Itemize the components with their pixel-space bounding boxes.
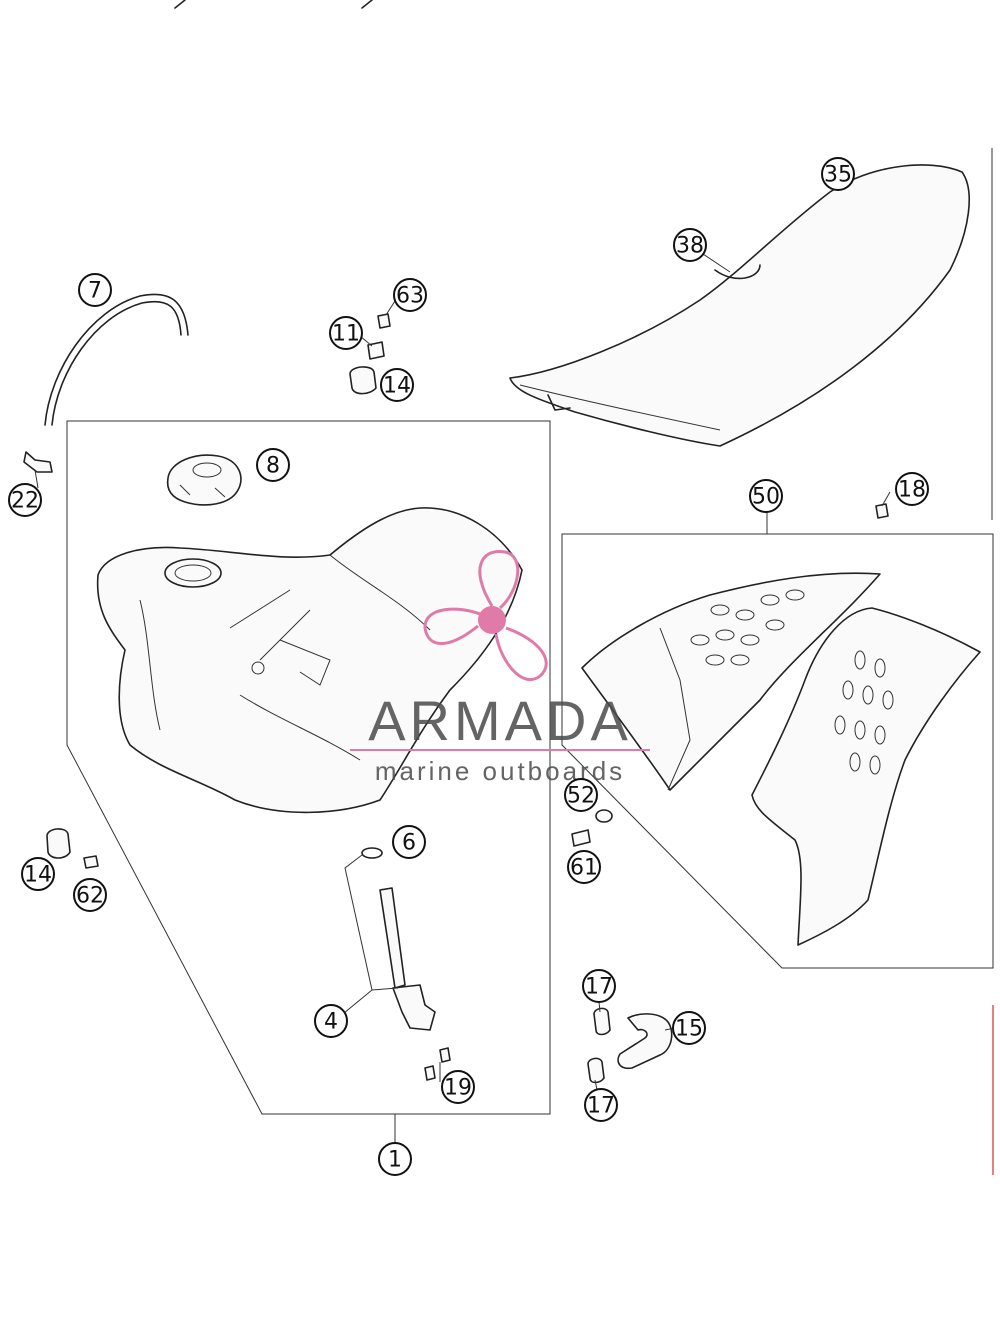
callout-50: 50 bbox=[749, 479, 783, 513]
callout-circle bbox=[314, 1004, 348, 1038]
callout-1: 1 bbox=[378, 1142, 412, 1176]
callout-circle bbox=[567, 850, 601, 884]
callout-circle bbox=[393, 278, 427, 312]
callout-label: 38 bbox=[676, 234, 704, 259]
callout-8: 8 bbox=[256, 448, 290, 482]
callout-label: 1 bbox=[388, 1148, 402, 1173]
callout-label: 8 bbox=[266, 454, 280, 479]
callout-62: 62 bbox=[73, 878, 107, 912]
callout-61: 61 bbox=[567, 850, 601, 884]
callout-circle bbox=[378, 1142, 412, 1176]
panel-hardware-part bbox=[571, 809, 613, 847]
callout-circle bbox=[73, 878, 107, 912]
callout-14: 14 bbox=[21, 857, 55, 891]
callout-circle bbox=[673, 228, 707, 262]
callout-label: 14 bbox=[383, 374, 411, 399]
right-edge-marks bbox=[991, 148, 994, 1175]
callout-18: 18 bbox=[895, 472, 929, 506]
propeller-logo bbox=[423, 550, 548, 681]
callout-35: 35 bbox=[821, 157, 855, 191]
callout-circle bbox=[8, 483, 42, 517]
callout-label: 17 bbox=[587, 1094, 615, 1119]
callout-label: 62 bbox=[76, 884, 104, 909]
callout-circle bbox=[441, 1070, 475, 1104]
callout-circle bbox=[895, 472, 929, 506]
panel-group-frame bbox=[561, 512, 994, 969]
callout-circle bbox=[78, 273, 112, 307]
hose-clamp-part bbox=[587, 1007, 673, 1084]
panel-vent-holes bbox=[690, 589, 805, 666]
right-panel-vent-holes bbox=[834, 650, 894, 775]
left-spacer-part bbox=[46, 828, 99, 869]
callout-label: 50 bbox=[752, 485, 780, 510]
callout-circle bbox=[380, 368, 414, 402]
callout-label: 63 bbox=[396, 284, 424, 309]
small-hardware-top bbox=[349, 313, 391, 395]
callout-circle bbox=[582, 969, 616, 1003]
callout-label: 35 bbox=[824, 163, 852, 188]
callout-label: 52 bbox=[567, 784, 595, 809]
cropped-top-text bbox=[174, 0, 373, 9]
callout-circle bbox=[329, 316, 363, 350]
callout-label: 61 bbox=[570, 856, 598, 881]
callout-38: 38 bbox=[673, 228, 707, 262]
callout-label: 11 bbox=[332, 322, 360, 347]
callout-circle bbox=[564, 778, 598, 812]
left-side-panel-part bbox=[581, 572, 881, 791]
callout-22: 22 bbox=[8, 483, 42, 517]
callout-label: 22 bbox=[11, 489, 39, 514]
callout-circle bbox=[749, 479, 783, 513]
callout-4: 4 bbox=[314, 1004, 348, 1038]
callout-17: 17 bbox=[584, 1088, 618, 1122]
callout-17: 17 bbox=[582, 969, 616, 1003]
vent-hose-part bbox=[44, 293, 189, 426]
callout-circle bbox=[672, 1011, 706, 1045]
callout-19: 19 bbox=[441, 1070, 475, 1104]
callout-circle bbox=[256, 448, 290, 482]
o-ring-part bbox=[344, 847, 383, 991]
elbow-fitting-part bbox=[23, 451, 53, 473]
callout-label: 7 bbox=[88, 279, 102, 304]
watermark-brand: ARMADA bbox=[368, 689, 632, 752]
callout-label: 17 bbox=[585, 975, 613, 1000]
callout-circle bbox=[392, 825, 426, 859]
callout-7: 7 bbox=[78, 273, 112, 307]
screw-18-part bbox=[875, 503, 889, 519]
fuel-tank-part bbox=[96, 507, 523, 814]
callout-14: 14 bbox=[380, 368, 414, 402]
callout-6: 6 bbox=[392, 825, 426, 859]
callout-15: 15 bbox=[672, 1011, 706, 1045]
tank-group-frame bbox=[66, 420, 551, 1142]
callout-circle bbox=[21, 857, 55, 891]
watermark: ARMADA marine outboards bbox=[350, 550, 650, 786]
callout-label: 15 bbox=[675, 1017, 703, 1042]
callout-label: 19 bbox=[444, 1076, 472, 1101]
seat-part bbox=[509, 164, 970, 447]
fuel-tap-part bbox=[371, 887, 436, 1031]
callout-label: 4 bbox=[324, 1010, 338, 1035]
callout-circle bbox=[584, 1088, 618, 1122]
callout-11: 11 bbox=[329, 316, 363, 350]
callout-label: 18 bbox=[898, 478, 926, 503]
callout-circle bbox=[821, 157, 855, 191]
right-side-panel-part bbox=[751, 607, 981, 946]
fuel-cap-part bbox=[166, 454, 242, 506]
callout-52: 52 bbox=[564, 778, 598, 812]
callout-label: 14 bbox=[24, 863, 52, 888]
tap-screws-part bbox=[424, 1047, 451, 1081]
callout-label: 6 bbox=[402, 831, 416, 856]
callout-63: 63 bbox=[393, 278, 427, 312]
